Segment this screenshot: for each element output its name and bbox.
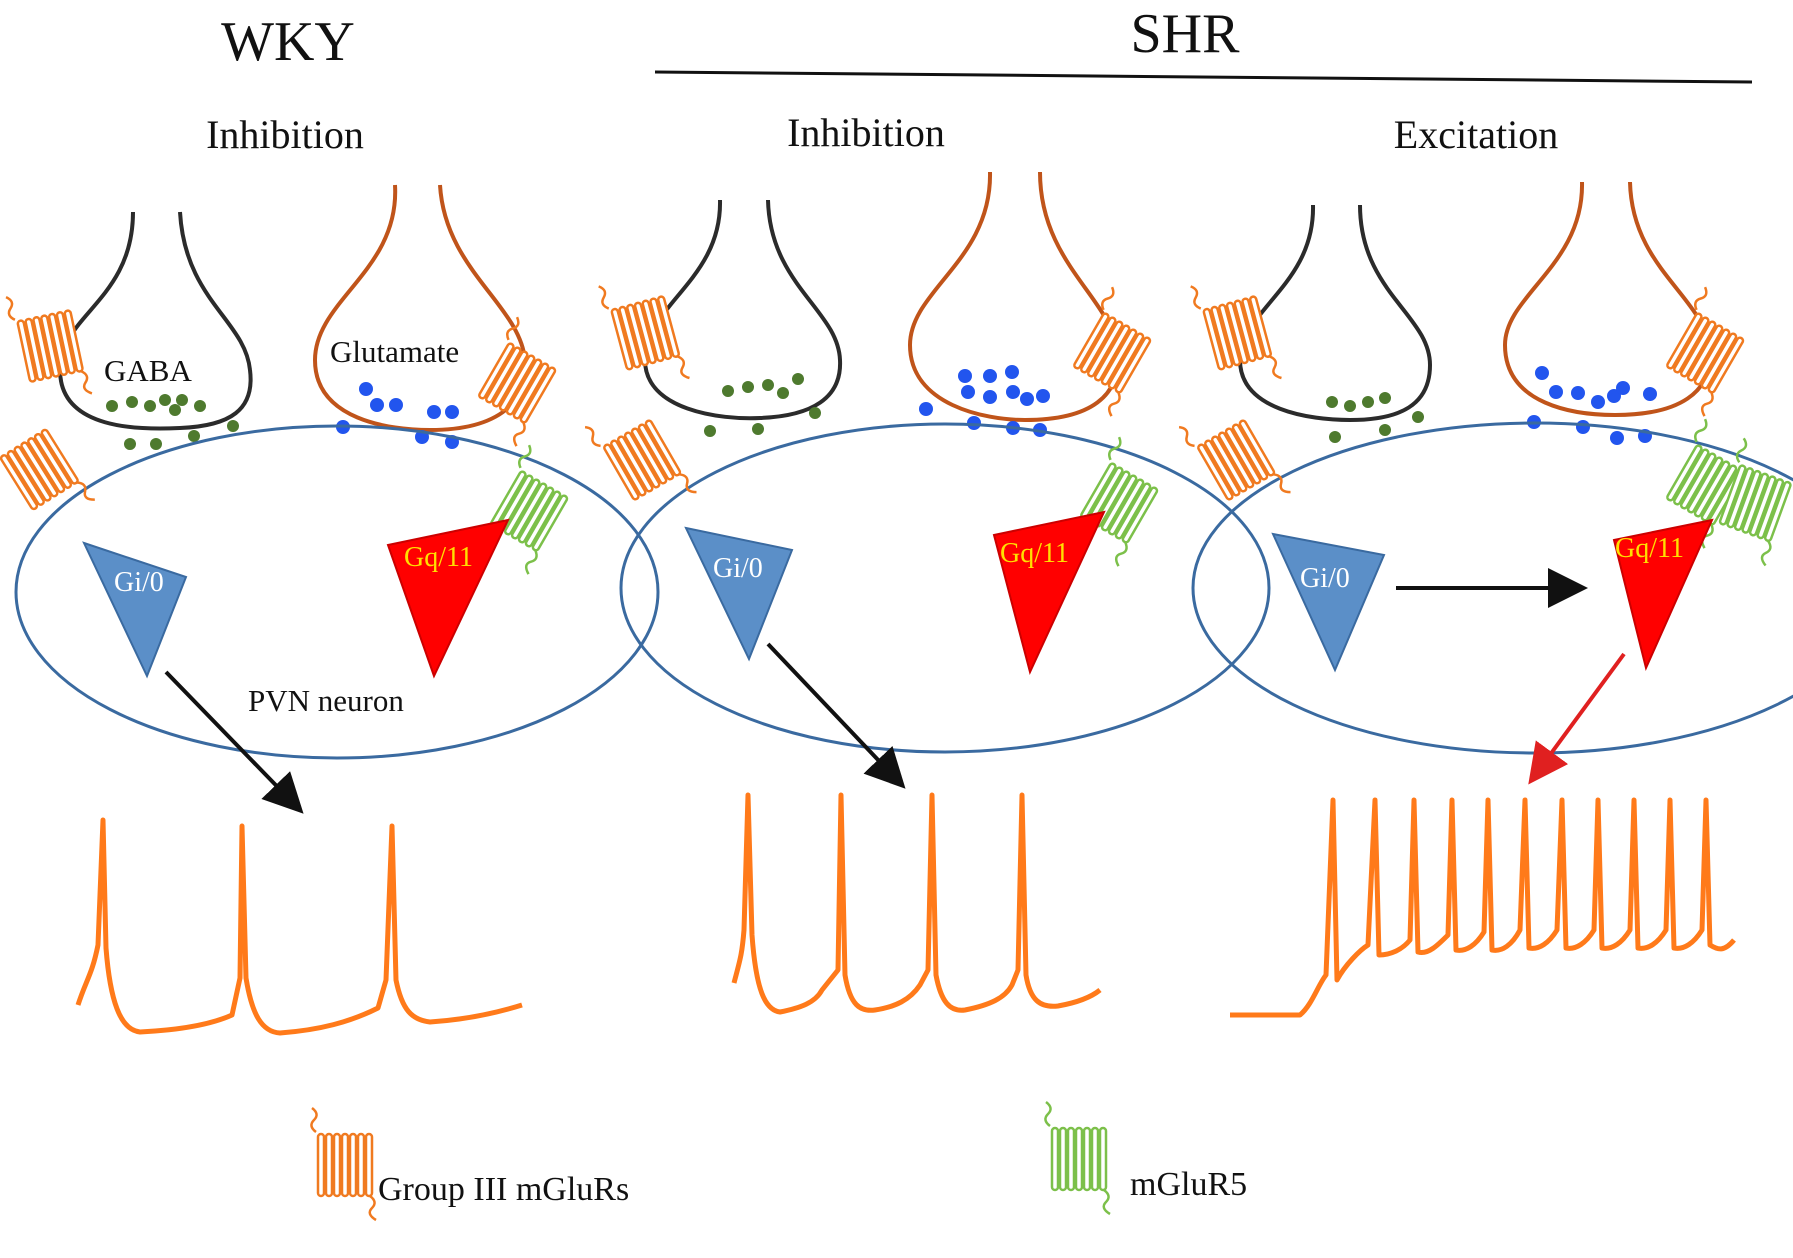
- glutamate-terminal: [312, 184, 528, 433]
- spike-trace-wky: [75, 817, 523, 1036]
- mglur5-legend-icon: [1044, 1100, 1112, 1216]
- gaba-terminal: [1237, 204, 1433, 423]
- group3-receptor-presyn-gaba: [4, 282, 94, 409]
- gaba-vesicles: [106, 394, 239, 450]
- glutamate-vesicles: [1527, 366, 1657, 445]
- pvn-neuron: [619, 422, 1271, 754]
- group3-receptor-postsyn: [583, 393, 698, 526]
- gi0-label: Gi/0: [1300, 563, 1350, 594]
- gi0-effect-arrow: [766, 642, 906, 789]
- spike-trace-shr-inhibition: [731, 792, 1102, 1015]
- wky-title: WKY: [221, 11, 355, 73]
- gi0-protein: [82, 541, 188, 679]
- gi0-protein: [1271, 532, 1386, 673]
- glutamate-label: Glutamate: [330, 334, 459, 369]
- shr-bracket-line: [654, 70, 1753, 84]
- gq11-protein: [992, 510, 1106, 675]
- group3-legend-icon: [310, 1106, 378, 1222]
- gaba-vesicles: [704, 373, 821, 437]
- group3-receptor-presyn-gaba: [1188, 268, 1283, 396]
- group3-receptor-postsyn: [1177, 393, 1292, 526]
- panel-wky-label: Inhibition: [206, 112, 364, 157]
- gi0-label: Gi/0: [713, 553, 763, 584]
- gi0-effect-arrow: [164, 670, 304, 814]
- group3-receptor-postsyn: [0, 403, 97, 536]
- gq11-label: Gq/11: [404, 542, 473, 573]
- gq11-label: Gq/11: [1000, 538, 1069, 569]
- panel-wky: GABA Glutamate Gi/0 Gq/11 PVN neuron: [0, 184, 660, 1036]
- glutamate-terminal: [1502, 181, 1713, 418]
- group3-legend-label: Group III mGluRs: [378, 1171, 629, 1208]
- pvn-neuron: [14, 424, 660, 760]
- gq11-label: Gq/11: [1615, 533, 1684, 564]
- group3-receptor-presyn-gaba: [596, 268, 691, 396]
- spike-trace-shr-excitation: [1230, 797, 1736, 1018]
- gq11-effect-arrow: [1528, 652, 1626, 785]
- gaba-label: GABA: [104, 353, 192, 388]
- gi0-label: Gi/0: [114, 567, 164, 598]
- glutamate-vesicles: [919, 365, 1050, 437]
- panel-shr-inhibition: Gi/0 Gq/11: [583, 171, 1271, 1015]
- gaba-terminal: [642, 199, 843, 421]
- pvn-neuron-label: PVN neuron: [248, 683, 404, 718]
- glutamate-terminal: [907, 171, 1121, 423]
- gi0-protein: [684, 526, 794, 662]
- shr-title: SHR: [1131, 3, 1241, 65]
- gaba-vesicles: [1326, 392, 1424, 443]
- panel-shr-excitation-label: Excitation: [1394, 112, 1558, 157]
- group3-receptor-presyn-glut: [1054, 285, 1169, 418]
- gaba-terminal: [57, 211, 253, 431]
- group3-receptor-presyn-glut: [1647, 285, 1762, 418]
- panel-shr-inhibition-label: Inhibition: [787, 110, 945, 155]
- legend: Group III mGluRs mGluR5: [310, 1100, 1247, 1222]
- gq11-protein: [1612, 518, 1714, 672]
- mglur5-legend-label: mGluR5: [1130, 1166, 1247, 1203]
- gq11-protein: [386, 518, 510, 679]
- panel-shr-excitation: Gi/0 Gq/11: [1177, 181, 1793, 1018]
